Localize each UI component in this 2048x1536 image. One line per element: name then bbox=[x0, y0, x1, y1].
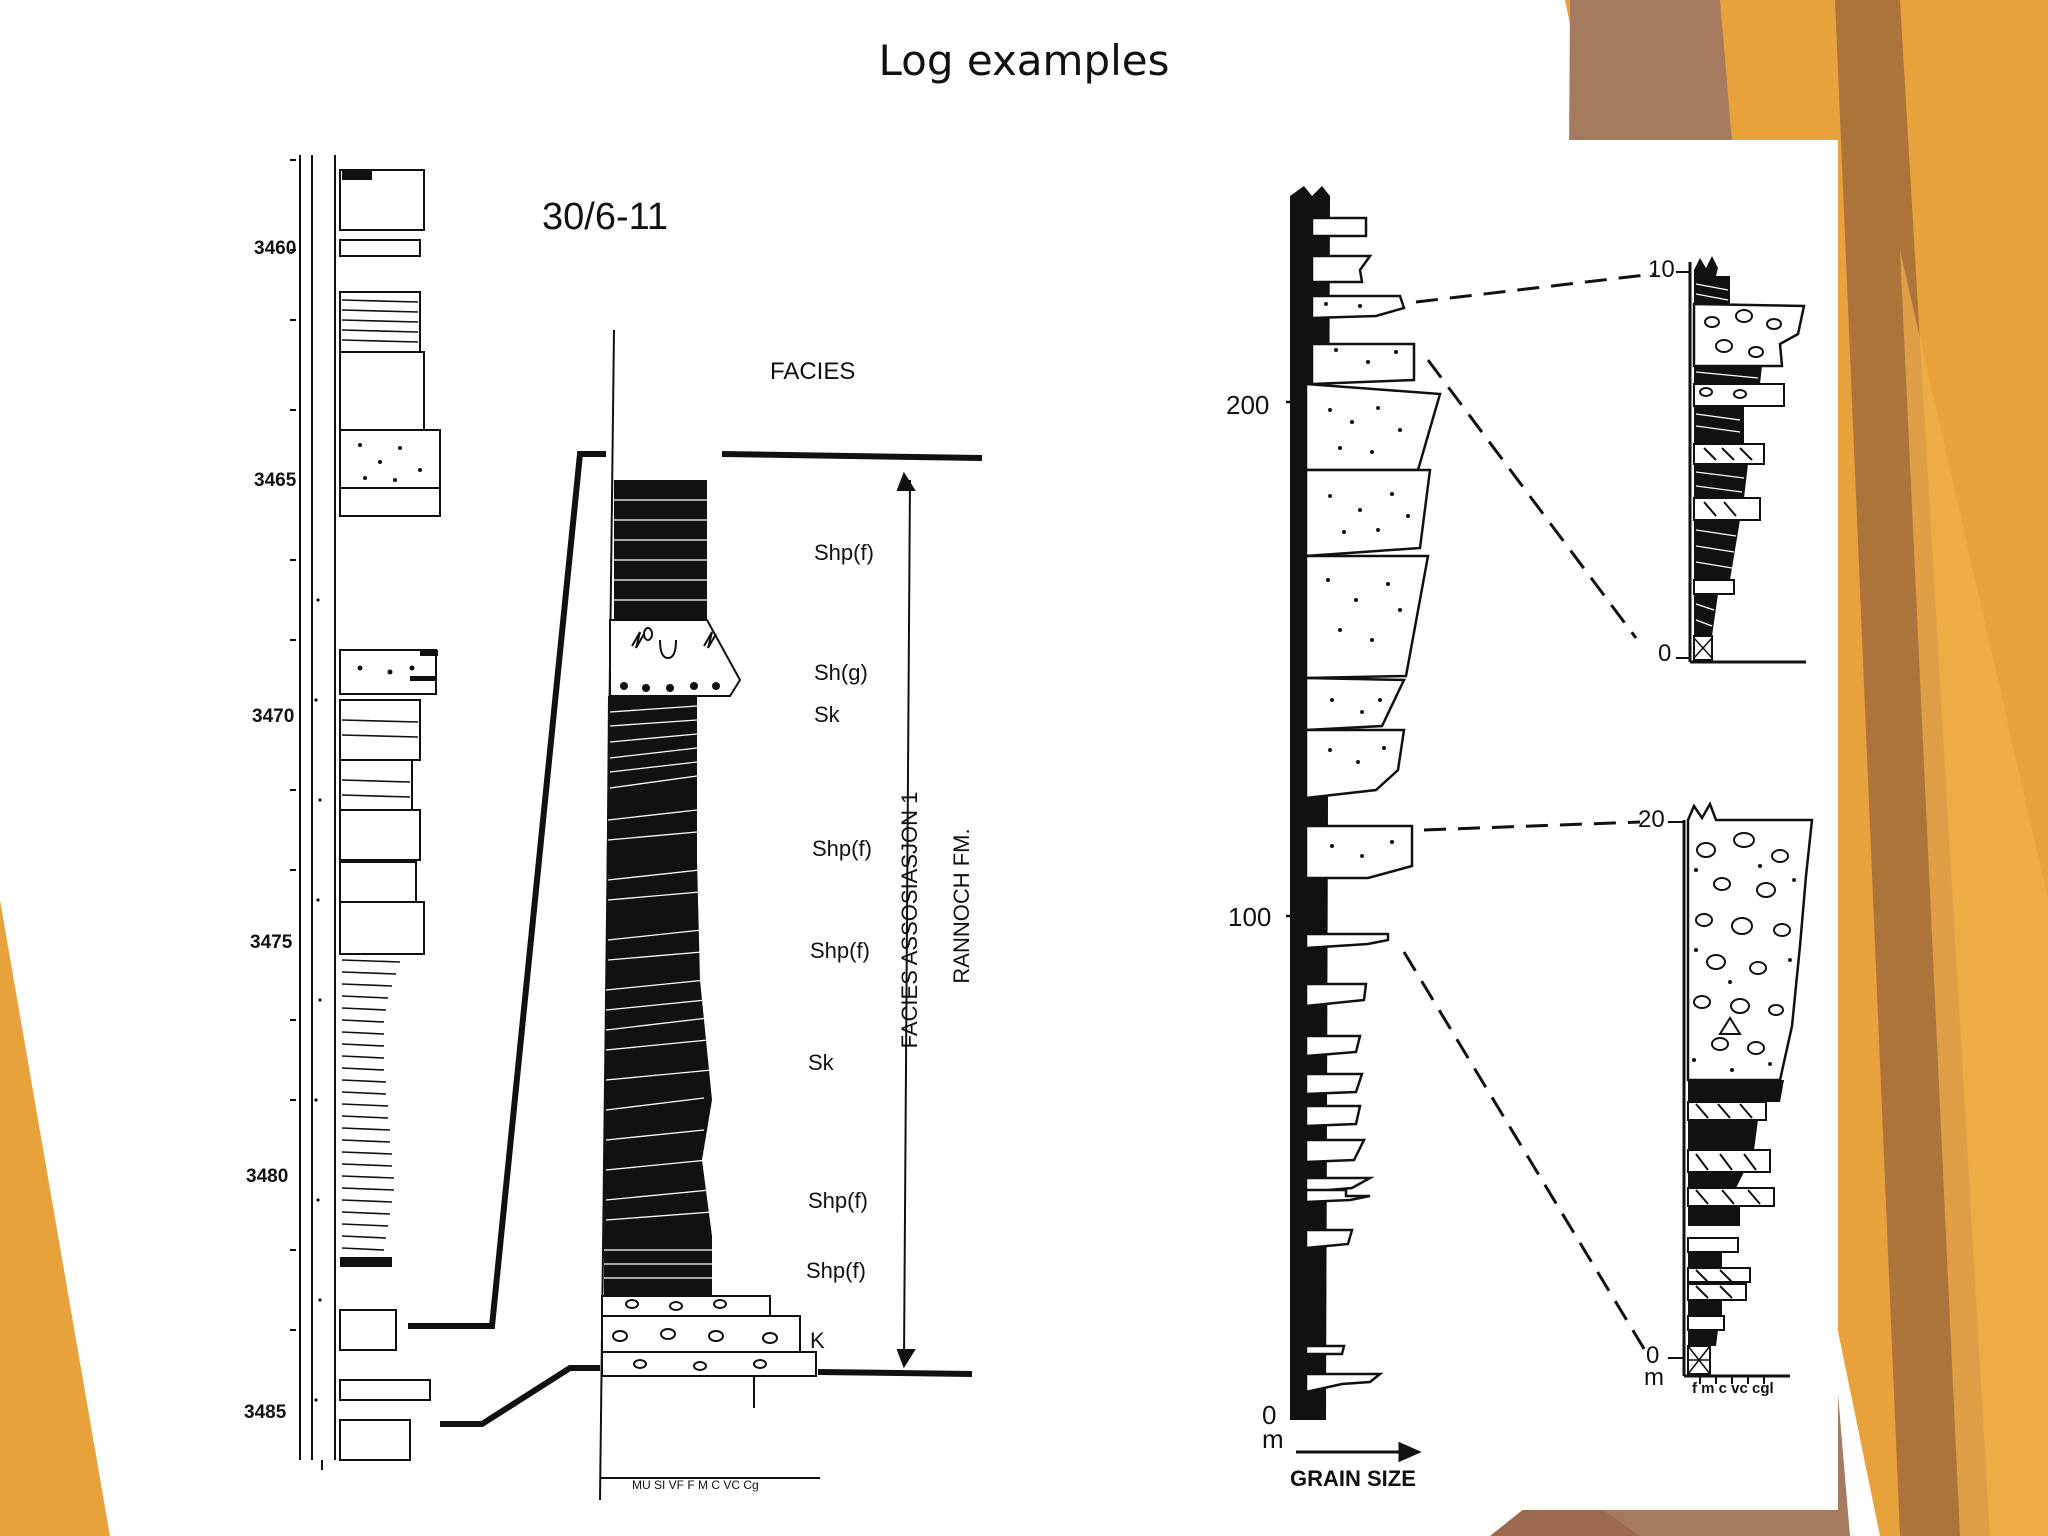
depth-label-3465: 3465 bbox=[254, 470, 297, 491]
main-unit-m: m bbox=[1262, 1424, 1284, 1454]
main-sand-beds bbox=[1304, 216, 1442, 1394]
detail-top-tick-0: 0 bbox=[1658, 640, 1672, 667]
depth-label-3470: 3470 bbox=[252, 706, 295, 727]
detail-bottom-tick-20: 20 bbox=[1638, 806, 1665, 833]
grain-size-arrow bbox=[1296, 1441, 1422, 1463]
grain-size-scale-left: MU SI VF F M C VC Cg bbox=[632, 1478, 759, 1492]
orange-wedge-left bbox=[0, 900, 110, 1536]
facies-label-5: Shp(f) bbox=[810, 938, 870, 963]
detail-bottom-tick-0: 0 bbox=[1646, 1342, 1660, 1369]
detail-log-bottom bbox=[1668, 801, 1814, 1384]
core-column bbox=[299, 155, 336, 1470]
main-log-ticks bbox=[1286, 400, 1300, 918]
core-to-facies-connector bbox=[408, 451, 606, 1427]
facies-shale-middle bbox=[604, 696, 712, 1236]
depth-label-3475: 3475 bbox=[250, 932, 293, 953]
detail-log-top bbox=[1676, 256, 1806, 664]
detail-unit-m: m bbox=[1644, 1364, 1664, 1391]
core-column-beds bbox=[339, 169, 441, 1461]
facies-shale-upper bbox=[614, 480, 707, 620]
core-sand-dots bbox=[314, 443, 422, 1402]
detail-grain-scale: f m c vc cgl bbox=[1692, 1380, 1774, 1397]
facies-label-6: Sk bbox=[808, 1050, 834, 1075]
depth-label-3460: 3460 bbox=[254, 238, 297, 259]
facies-label-1: Shp(f) bbox=[814, 540, 874, 565]
facies-label-3: Sk bbox=[814, 702, 840, 727]
facies-shale-lower bbox=[604, 1236, 712, 1296]
main-tick-100: 100 bbox=[1228, 902, 1272, 932]
facies-label-4: Shp(f) bbox=[812, 836, 872, 861]
facies-top-and-base-markers bbox=[721, 451, 983, 1377]
light-orange-wedge-right bbox=[1900, 250, 2048, 1536]
facies-label-2: Sh(g) bbox=[814, 660, 868, 685]
dashed-correlation-lines bbox=[1402, 272, 1655, 1353]
association-range-arrow bbox=[896, 471, 916, 1369]
facies-header: FACIES bbox=[770, 358, 856, 385]
gravel-burrows bbox=[631, 627, 717, 660]
gravel-clasts bbox=[620, 682, 720, 692]
core-column-laminae bbox=[341, 299, 419, 1263]
facies-white-laminae bbox=[604, 499, 713, 1279]
facies-label-9: K bbox=[810, 1328, 825, 1353]
facies-label-8: Shp(f) bbox=[806, 1258, 866, 1283]
depth-label-3485: 3485 bbox=[244, 1402, 287, 1423]
main-sand-dots bbox=[1324, 302, 1410, 858]
slide-title: Log examples bbox=[878, 36, 1170, 85]
grain-size-label: GRAIN SIZE bbox=[1290, 1466, 1416, 1491]
main-tick-200: 200 bbox=[1226, 390, 1270, 420]
detail-top-tick-10: 10 bbox=[1648, 256, 1675, 283]
well-id-label: 30/6-11 bbox=[542, 196, 669, 238]
main-tick-0: 0 bbox=[1262, 1400, 1277, 1430]
facies-bed-lines bbox=[602, 1315, 800, 1408]
depth-label-3480: 3480 bbox=[246, 1166, 289, 1187]
core-column-dark-bands bbox=[340, 170, 438, 1267]
facies-column bbox=[599, 329, 820, 1501]
conglomerate-clasts bbox=[612, 1299, 778, 1371]
left-figure-panel bbox=[140, 130, 1020, 1500]
facies-label-7: Shp(f) bbox=[808, 1188, 868, 1213]
depth-ticks bbox=[290, 159, 296, 1331]
